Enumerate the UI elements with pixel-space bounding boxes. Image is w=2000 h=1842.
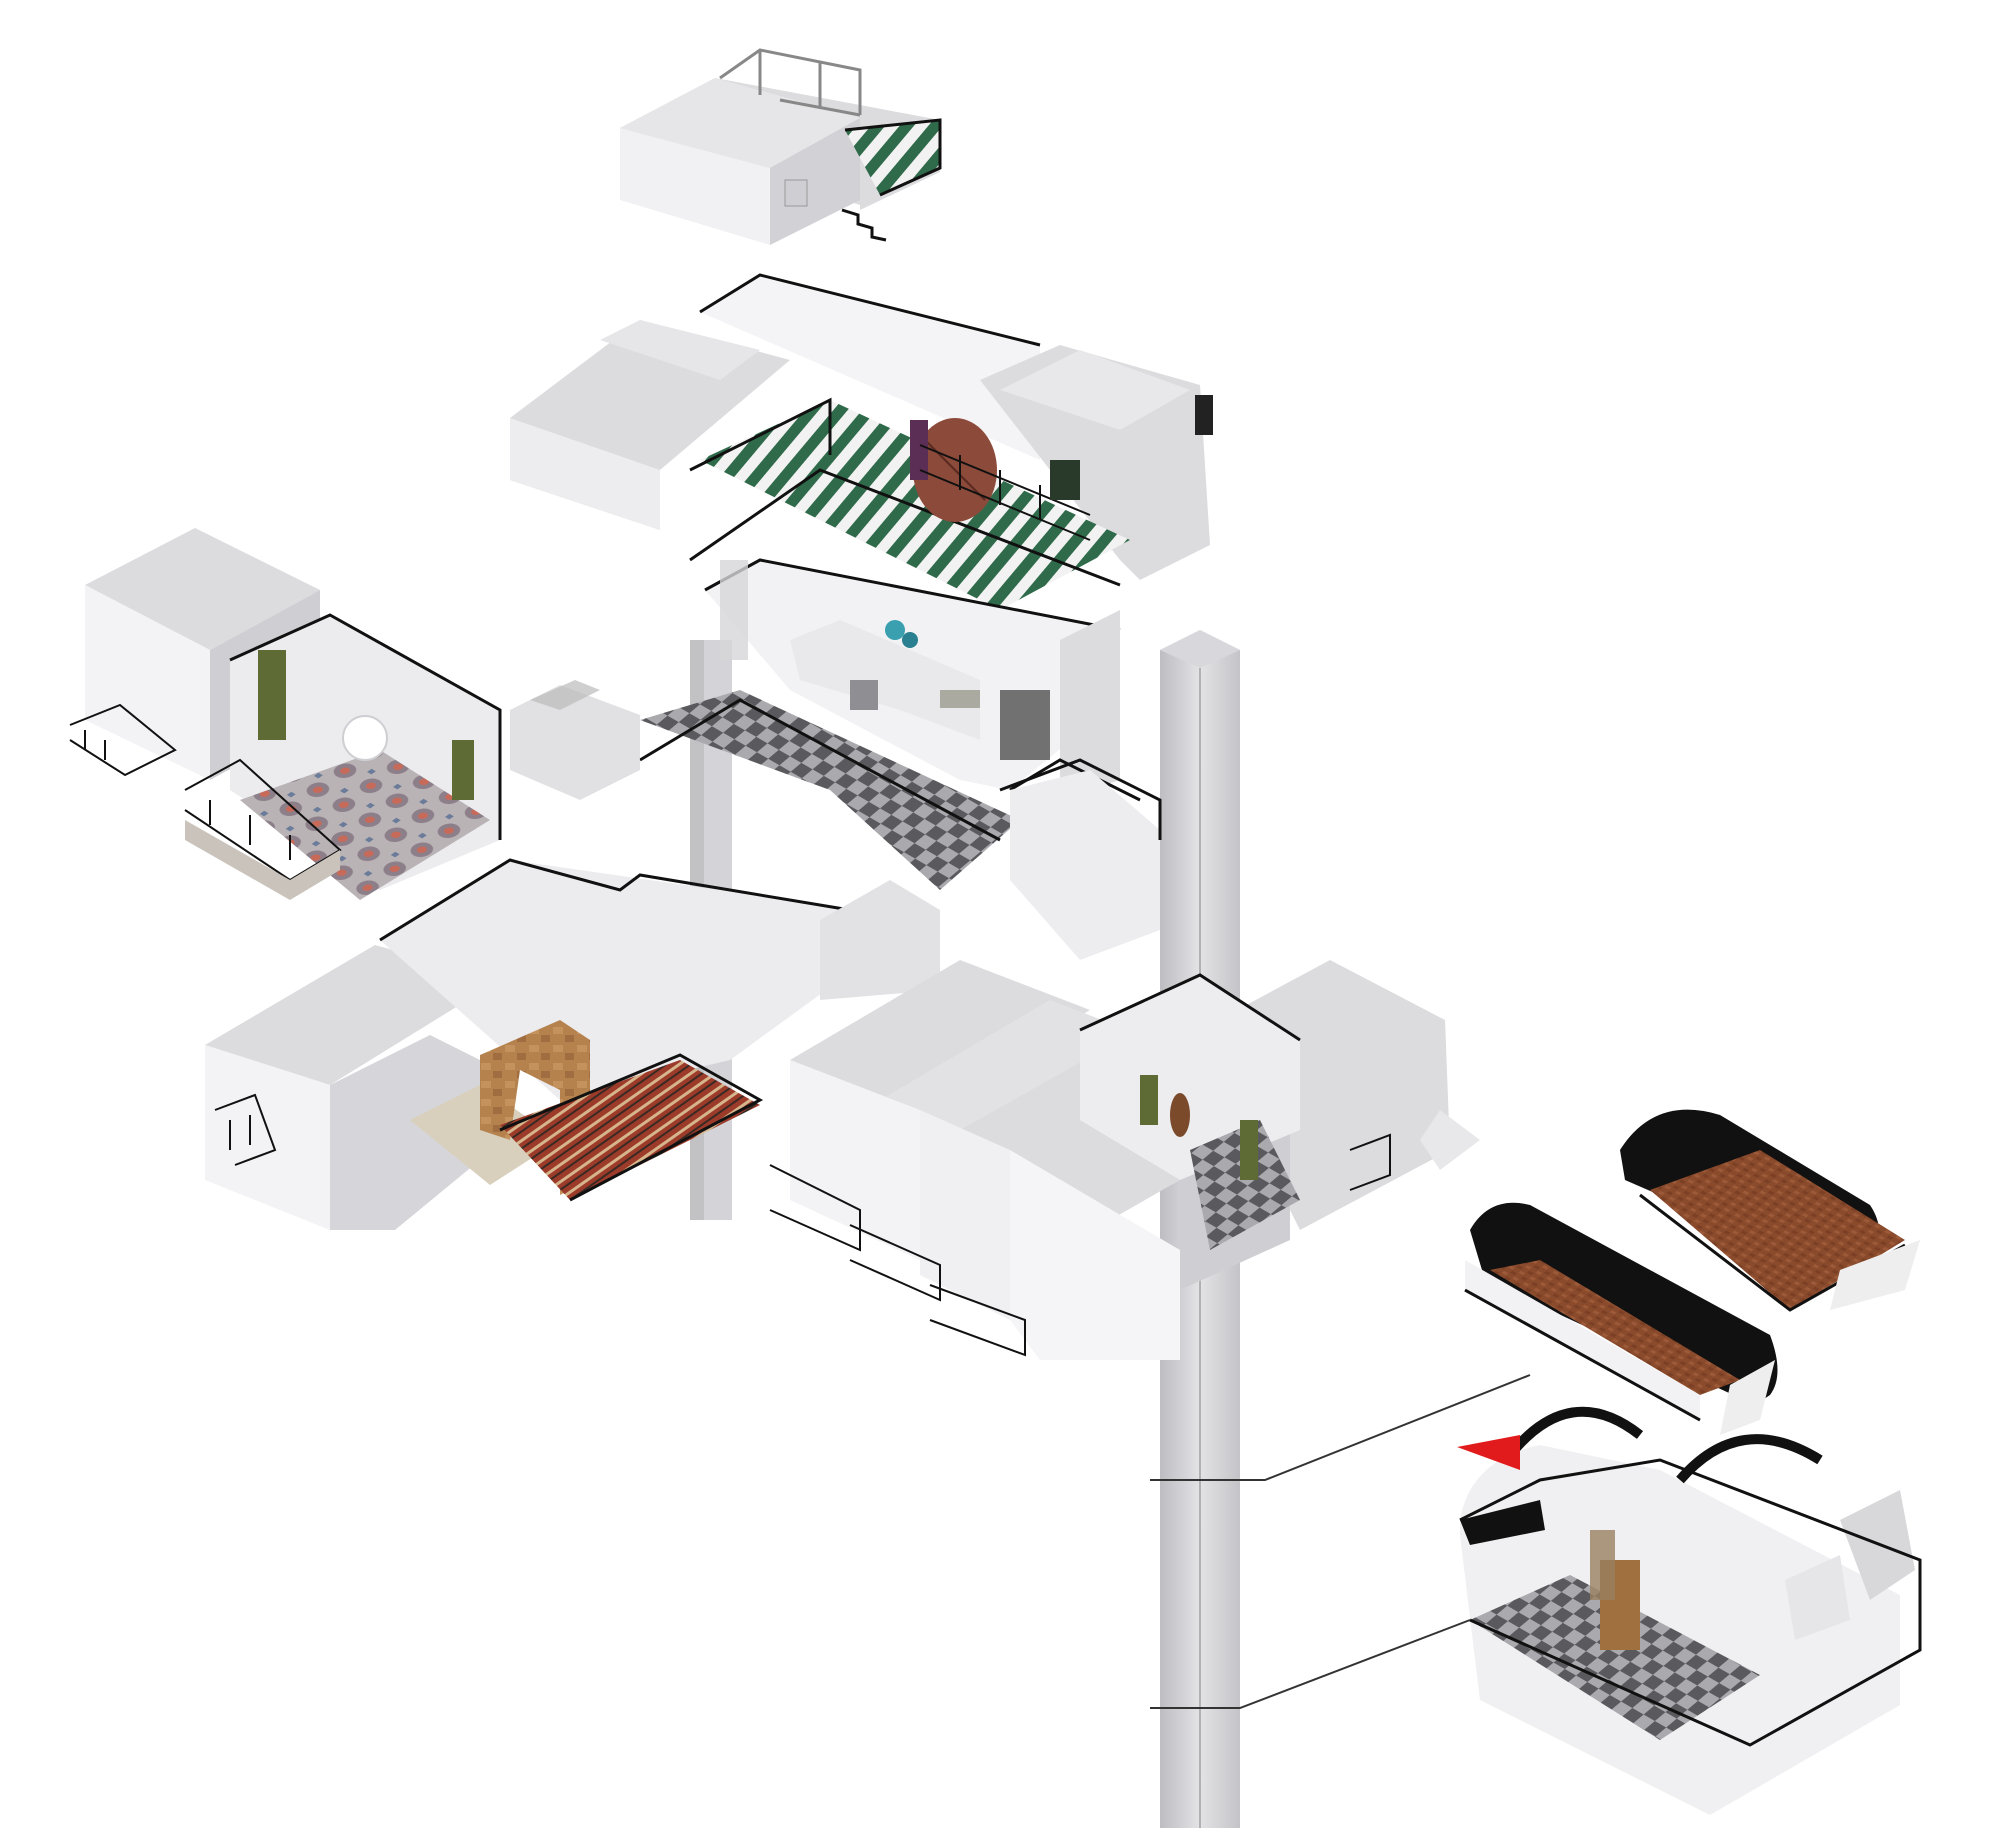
pergola-frame [719,48,862,117]
red-carpet [500,1060,760,1200]
upper-window-art [1050,460,1080,500]
green-door-b [1240,1120,1258,1180]
painting [910,420,928,480]
kitchen-rooms [790,620,1050,760]
balcony-rail [919,444,1091,541]
left-wing [69,528,640,900]
green-door-right [452,740,474,800]
roof-pavilion [620,48,942,245]
pendant-lamp [342,715,388,761]
middle-balcony [214,1093,277,1166]
green-door-a [1140,1075,1158,1125]
right-balconies [769,1133,1391,1357]
middle-floor [205,858,940,1230]
cellar-vault-a [1464,1202,1778,1435]
cellar-stair-b [1830,1240,1920,1310]
green-door-left [258,650,286,740]
glass-link-block [510,680,640,800]
glass-stair [720,560,748,660]
side-stair [1420,1110,1480,1170]
leader-lines [1150,1374,1531,1709]
cello [1170,1093,1190,1137]
cellar-detail [1459,1406,1922,1815]
cellar-stair-c [1785,1555,1850,1640]
cellar-stair-a [1720,1360,1775,1435]
plant-decor [885,620,918,648]
cellar-vault-b [1620,1109,1920,1312]
red-round-panel [913,418,997,522]
bridge-level [639,558,1162,960]
upper-floor [510,273,1213,610]
ground-right-house [769,960,1480,1360]
red-triangle-marker-icon [1457,1435,1520,1470]
checkered-entry [1190,1120,1300,1250]
